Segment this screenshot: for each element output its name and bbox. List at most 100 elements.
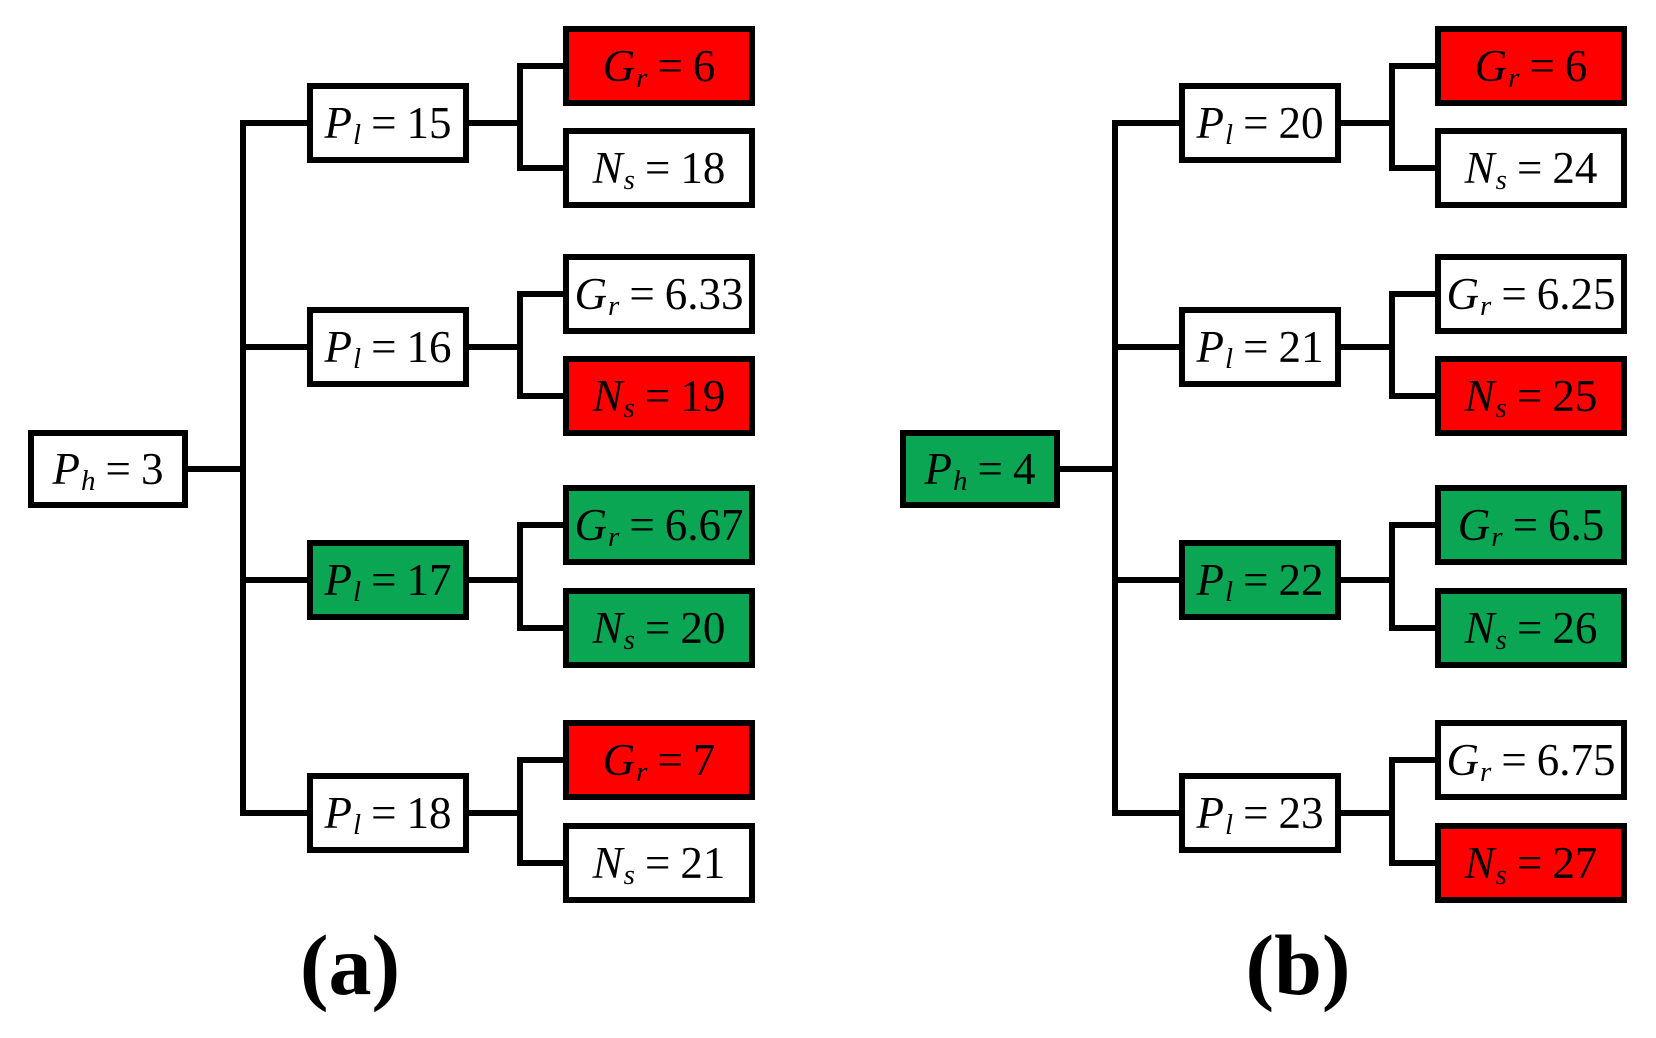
variable-label: P xyxy=(1196,97,1225,148)
connector-line xyxy=(517,165,563,171)
value-label: 6.25 xyxy=(1536,268,1616,319)
connector-line xyxy=(1389,757,1395,866)
equals-sign: = xyxy=(371,787,397,838)
connector-line xyxy=(240,120,307,126)
connector-line xyxy=(517,291,563,297)
connector-line xyxy=(240,120,246,816)
connector-line xyxy=(1112,120,1179,126)
connector-line xyxy=(1341,810,1395,816)
connector-line xyxy=(1389,291,1395,399)
connector-line xyxy=(517,63,523,171)
connector-line xyxy=(517,63,563,69)
variable-label: P xyxy=(1196,787,1225,838)
subscript-label: l xyxy=(1225,118,1234,151)
connector-line xyxy=(1389,291,1435,297)
connector-line xyxy=(1341,120,1395,126)
equals-sign: = xyxy=(977,443,1003,494)
equals-sign: = xyxy=(1243,787,1269,838)
subscript-label: r xyxy=(1480,289,1492,322)
subfigure-label-a: (a) xyxy=(299,917,401,1013)
subscript-label: l xyxy=(353,118,362,151)
variable-label: G xyxy=(1474,40,1508,91)
value-label: 22 xyxy=(1278,554,1324,605)
variable-label: P xyxy=(324,554,353,605)
connector-line xyxy=(1112,810,1179,816)
value-label: 21 xyxy=(680,837,726,888)
connector-line xyxy=(517,625,563,631)
connector-line xyxy=(1389,63,1395,171)
subscript-label: h xyxy=(953,464,968,497)
equals-sign: = xyxy=(105,443,131,494)
subscript-label: s xyxy=(1495,858,1507,891)
equals-sign: = xyxy=(644,837,671,888)
value-label: 15 xyxy=(406,97,452,148)
variable-label: P xyxy=(324,787,353,838)
variable-label: N xyxy=(592,142,623,193)
subscript-label: s xyxy=(623,858,635,891)
equals-sign: = xyxy=(644,602,671,653)
value-label: 25 xyxy=(1552,370,1598,421)
connector-line xyxy=(1112,344,1179,350)
value-label: 3 xyxy=(140,443,164,494)
connector-line xyxy=(469,120,523,126)
value-label: 16 xyxy=(406,321,452,372)
variable-label: N xyxy=(592,370,623,421)
connector-line xyxy=(1389,522,1435,528)
variable-label: G xyxy=(602,40,636,91)
value-label: 6.75 xyxy=(1536,734,1616,785)
variable-label: P xyxy=(924,443,953,494)
value-label: 7 xyxy=(692,734,716,785)
equals-sign: = xyxy=(1529,40,1555,91)
value-label: 27 xyxy=(1552,837,1598,888)
variable-label: G xyxy=(574,499,608,550)
equals-sign: = xyxy=(1516,370,1543,421)
connector-line xyxy=(1112,577,1179,583)
subscript-label: r xyxy=(636,755,648,788)
value-label: 20 xyxy=(680,602,726,653)
variable-label: N xyxy=(1464,142,1495,193)
equals-sign: = xyxy=(657,40,683,91)
subscript-label: l xyxy=(353,342,362,375)
equals-sign: = xyxy=(629,268,655,319)
equals-sign: = xyxy=(1516,142,1543,193)
value-label: 6.33 xyxy=(664,268,744,319)
subfigure-label-b: (b) xyxy=(1245,917,1351,1013)
value-label: 6.67 xyxy=(664,499,744,550)
value-label: 23 xyxy=(1278,787,1324,838)
variable-label: N xyxy=(1464,602,1495,653)
subscript-label: s xyxy=(623,391,635,424)
subscript-label: s xyxy=(1495,391,1507,424)
equals-sign: = xyxy=(644,370,671,421)
subscript-label: s xyxy=(1495,163,1507,196)
connector-line xyxy=(469,344,523,350)
value-label: 17 xyxy=(406,554,452,605)
equals-sign: = xyxy=(1516,837,1543,888)
connector-line xyxy=(1389,860,1435,866)
value-label: 26 xyxy=(1552,602,1598,653)
variable-label: G xyxy=(1446,734,1480,785)
value-label: 20 xyxy=(1278,97,1324,148)
equals-sign: = xyxy=(1243,321,1269,372)
value-label: 6 xyxy=(692,40,716,91)
equals-sign: = xyxy=(1501,268,1527,319)
subscript-label: l xyxy=(1225,575,1234,608)
connector-line xyxy=(517,522,523,631)
connector-line xyxy=(1389,757,1435,763)
value-label: 24 xyxy=(1552,142,1598,193)
subscript-label: l xyxy=(353,575,362,608)
